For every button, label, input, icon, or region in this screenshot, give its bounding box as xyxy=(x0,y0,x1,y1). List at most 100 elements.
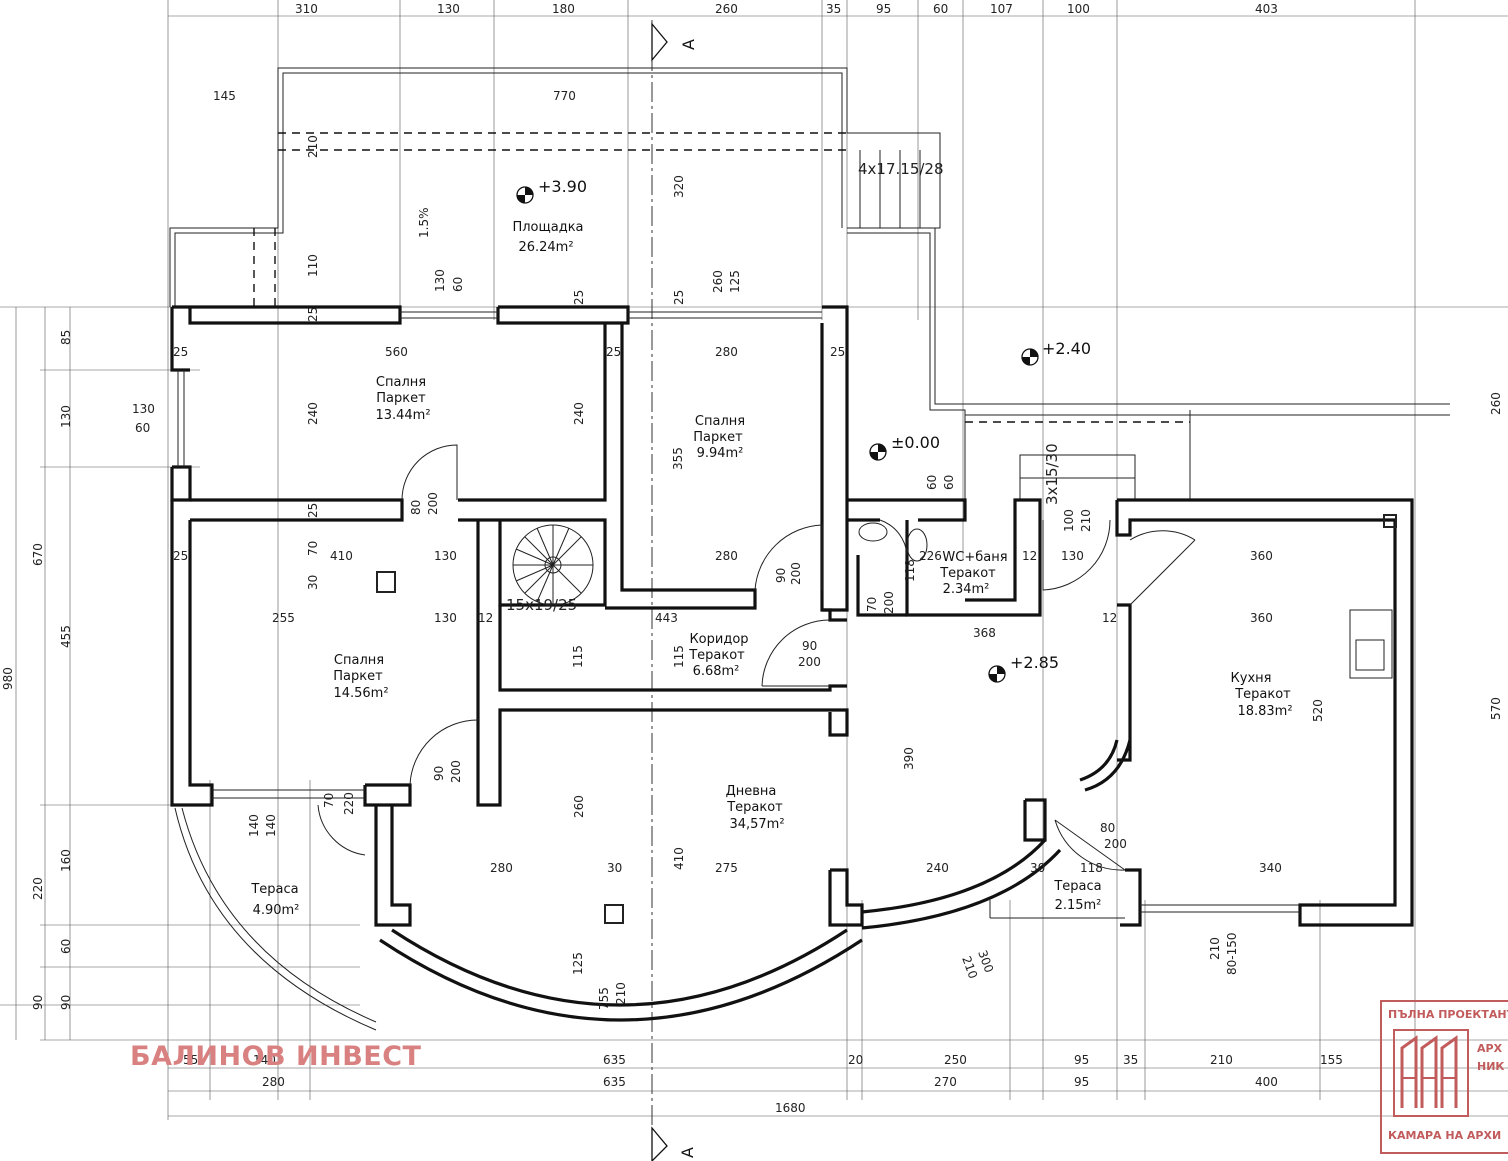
dim-in-40: 80 xyxy=(409,500,423,515)
dim-in-78: 80-150 xyxy=(1225,932,1239,975)
dim-in-68: 210 xyxy=(306,135,320,158)
room-kitchen-name: Кухня xyxy=(1231,671,1272,686)
stairs-outer-label: 4x17.15/28 xyxy=(858,160,944,178)
dim-bottom1-7: 210 xyxy=(1210,1053,1233,1067)
dim-in-64: 12 xyxy=(1102,611,1117,625)
dim-in-56: 60 xyxy=(925,475,939,490)
room-bed3-name: Спалня xyxy=(334,653,384,668)
room-bed2-name: Спалня xyxy=(695,414,745,429)
dim-in-4: 355 xyxy=(671,447,685,470)
dim-bottom1-1: 55 xyxy=(183,1053,198,1067)
dim-in-23: 390 xyxy=(902,747,916,770)
dim-total: 1680 xyxy=(775,1101,806,1115)
dim-in-62: 226 xyxy=(919,549,942,563)
watermark: БАЛИНОВ ИНВЕСТ xyxy=(130,1041,422,1072)
room-corridor-name: Коридор xyxy=(689,632,748,647)
dim-left-2: 980 xyxy=(1,667,15,690)
dim-in-14: 280 xyxy=(715,549,738,563)
dim-in-17: 12 xyxy=(478,611,493,625)
dim-in-19: 368 xyxy=(973,626,996,640)
dim-in-3: 240 xyxy=(572,402,586,425)
room-bed2-floor: Паркет xyxy=(693,430,743,445)
dim-in-30: 118 xyxy=(1080,861,1103,875)
dim-in-46: 90 xyxy=(432,766,446,781)
stamp-logo-icon xyxy=(1393,1029,1469,1117)
dim-top-5: 95 xyxy=(876,2,891,16)
dim-in-33: 115 xyxy=(571,645,585,668)
dim-in-36: 755 xyxy=(597,987,611,1010)
dim-bottom1-6: 35 xyxy=(1123,1053,1138,1067)
dim-right-0: 260 xyxy=(1489,392,1503,415)
dim-in-6: 25 xyxy=(306,307,320,322)
dim-in-70: 260 xyxy=(711,270,725,293)
dim-top-9: 403 xyxy=(1255,2,1278,16)
room-living-area: 34,57m² xyxy=(729,817,784,832)
dim-in-28: 240 xyxy=(926,861,949,875)
spiral-stairs xyxy=(512,524,594,606)
dim-in-31: 30 xyxy=(1030,861,1045,875)
room-bed1-name: Спалня xyxy=(376,375,426,390)
stamp-top-text: ПЪЛНА ПРОЕКТАНТО xyxy=(1388,1008,1508,1021)
dim-in-13: 410 xyxy=(330,549,353,563)
dim-bottom1-3: 20 xyxy=(848,1053,863,1067)
dim-in-43: 200 xyxy=(789,562,803,585)
dim-bottom1-8: 155 xyxy=(1320,1053,1343,1067)
dim-bottom1-0: 140 xyxy=(253,1053,276,1067)
dim-in-58: 100 xyxy=(1062,509,1076,532)
dim-top2-0: 145 xyxy=(213,89,236,103)
dim-bottom1-5: 95 xyxy=(1074,1053,1089,1067)
dim-in-0: 560 xyxy=(385,345,408,359)
room-terrace1-area: 4.90m² xyxy=(253,903,300,918)
stamp-right-text-2: НИК xyxy=(1477,1060,1505,1073)
dim-top-3: 260 xyxy=(715,2,738,16)
room-bed1-area: 13.44m² xyxy=(375,408,430,423)
bottom-dimensions: 140 55 635 20 250 95 35 210 155 280 635 … xyxy=(183,1053,1343,1115)
dim-in-45: 200 xyxy=(798,655,821,669)
dim-top-2: 180 xyxy=(552,2,575,16)
dim-in-22: 520 xyxy=(1311,699,1325,722)
dim-in-54: 140 xyxy=(247,814,261,837)
dim-in-20: 360 xyxy=(1250,549,1273,563)
dim-in-71: 125 xyxy=(728,270,742,293)
left-dimensions: 670 980 220 90 85 130 455 160 60 90 260 … xyxy=(1,330,1503,1010)
dim-in-48: 70 xyxy=(865,597,879,612)
dim-in-15: 255 xyxy=(272,611,295,625)
room-kitchen-floor: Теракот xyxy=(1234,687,1291,702)
level-terrace-top: +3.90 xyxy=(538,177,587,196)
dim-in-37: 210 xyxy=(614,982,628,1005)
dim-in-42: 90 xyxy=(774,568,788,583)
dim-in-5: 25 xyxy=(173,345,188,359)
dim-top-8: 100 xyxy=(1067,2,1090,16)
dim-in-16: 130 xyxy=(434,611,457,625)
section-marker-top: A xyxy=(679,39,698,50)
dim-in-21: 360 xyxy=(1250,611,1273,625)
room-ploshtadka-area: 26.24m² xyxy=(518,240,573,255)
dim-in-32: 30 xyxy=(607,861,622,875)
dim-in-41: 200 xyxy=(426,492,440,515)
dim-in-24: 410 xyxy=(672,847,686,870)
room-bed3-floor: Паркет xyxy=(333,669,383,684)
dim-in-12: 25 xyxy=(306,503,320,518)
spiral-stairs-label: 15x19/25 xyxy=(506,596,577,614)
room-living-name: Дневна xyxy=(726,784,777,799)
dim-left-5: 90 xyxy=(31,995,45,1010)
dim-in-8: 25 xyxy=(606,345,621,359)
room-wc-floor: Теракот xyxy=(939,566,996,581)
dim-top2-1: 770 xyxy=(553,89,576,103)
room-bed2-area: 9.94m² xyxy=(697,446,744,461)
dim-in-29: 340 xyxy=(1259,861,1282,875)
stamp-bottom-text: КАМАРА НА АРХИ xyxy=(1388,1129,1502,1142)
dim-in-47: 200 xyxy=(449,760,463,783)
level-main: +2.85 xyxy=(1010,653,1059,672)
dim-in-2: 240 xyxy=(306,402,320,425)
dim-in-10: 25 xyxy=(830,345,845,359)
room-terrace2-name: Тераса xyxy=(1053,879,1101,894)
dim-in-18: 443 xyxy=(655,611,678,625)
dim-in-67: 110 xyxy=(306,254,320,277)
dim-left-inner-3: 160 xyxy=(59,849,73,872)
room-terrace2-area: 2.15m² xyxy=(1055,898,1102,913)
dim-left-inner-4: 60 xyxy=(59,939,73,954)
dim-right-1: 570 xyxy=(1489,697,1503,720)
dim-in-59: 210 xyxy=(1079,509,1093,532)
